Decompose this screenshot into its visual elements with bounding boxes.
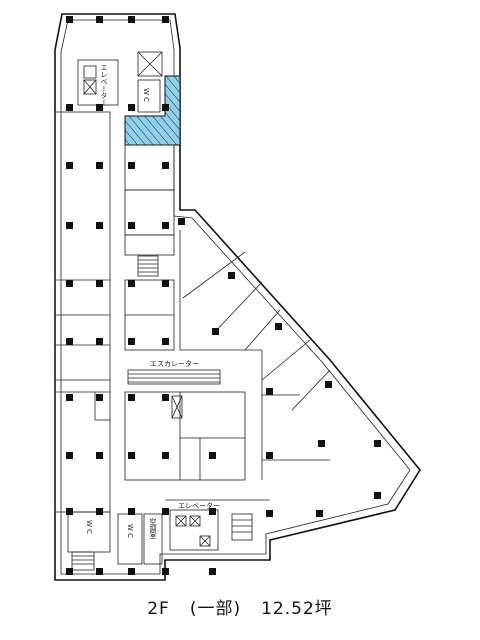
stairs-upper	[137, 255, 159, 277]
wc-top	[137, 79, 161, 113]
wc-bottom-mid	[117, 513, 143, 565]
central-block	[124, 391, 246, 481]
building-inner-outline	[60, 19, 411, 575]
wc-top-label: W C	[142, 88, 150, 102]
floor-plan: W C エレベーター エスカレーター W C W C 空調室 エレベーター	[54, 13, 421, 581]
ac-room-label: 空調室	[149, 517, 157, 539]
ac-room	[143, 513, 163, 565]
floor-section: (一部)	[189, 599, 242, 619]
elevator-core-bottom	[169, 509, 219, 551]
escalator-label: エスカレーター	[150, 359, 199, 368]
floor-caption: 2F (一部) 12.52坪	[0, 594, 480, 619]
elevator-top-label: エレベーター	[100, 64, 108, 106]
floor-area: 12.52坪	[261, 599, 333, 619]
stairs-bottom-left	[71, 551, 95, 571]
structural-columns	[66, 16, 381, 575]
escalator	[127, 369, 221, 385]
wc-bottom-mid-label: W C	[126, 524, 134, 538]
elevator-bottom-label: エレベーター	[178, 501, 220, 510]
stairs-bottom-right	[231, 513, 253, 541]
wc-bottom-left-label: W C	[85, 520, 93, 534]
floor-number: 2F	[147, 599, 170, 619]
